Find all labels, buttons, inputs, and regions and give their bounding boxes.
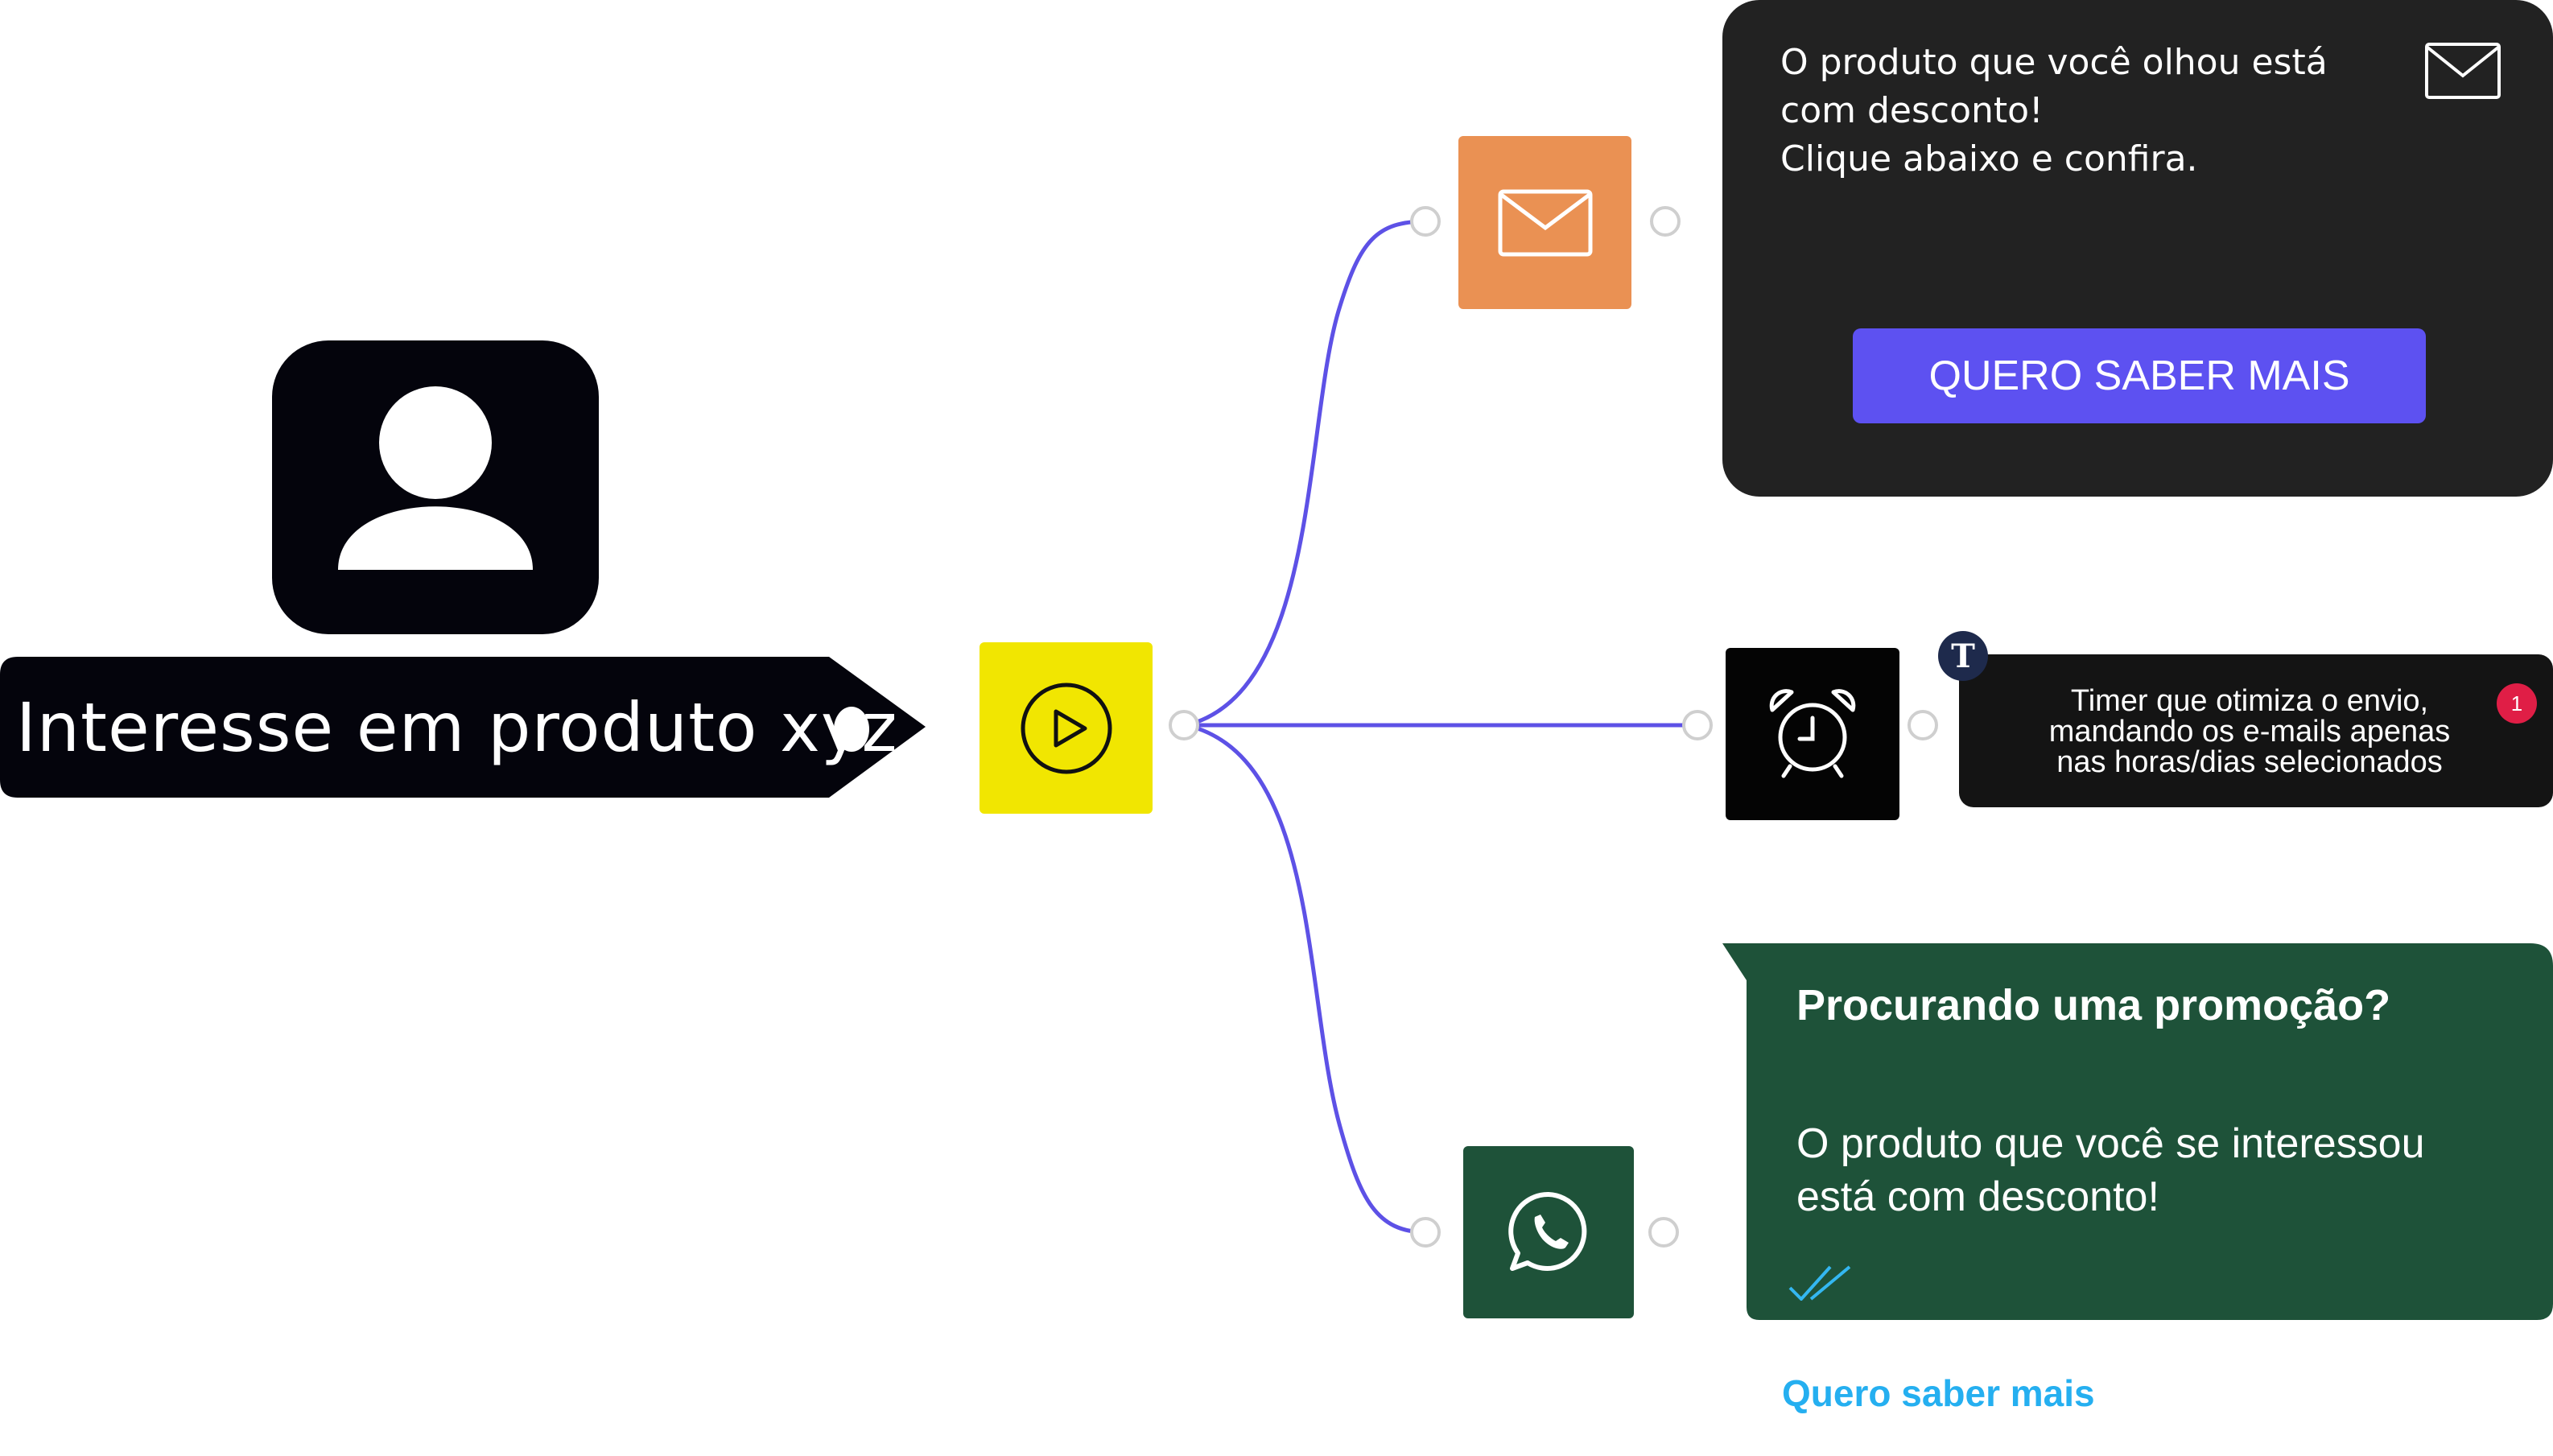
- quero-saber-mais-link[interactable]: Quero saber mais: [1782, 1372, 2095, 1414]
- whatsapp-input-handle[interactable]: [1410, 1217, 1441, 1248]
- user-icon: [338, 386, 533, 570]
- whatsapp-body-line: está com desconto!: [1796, 1173, 2159, 1220]
- alarm-clock-icon: [1769, 689, 1856, 778]
- timer-description: Timer que otimiza o envio, mandando os e…: [1988, 686, 2511, 777]
- whatsapp-message-title: Procurando uma promoção?: [1796, 981, 2391, 1029]
- double-check-icon: [1788, 1265, 1851, 1301]
- timer-line: nas horas/dias selecionados: [2056, 745, 2443, 779]
- envelope-icon: [2425, 43, 2501, 99]
- whatsapp-message-bubble: [1722, 943, 2553, 1320]
- text-tool-badge[interactable]: T: [1938, 631, 1988, 681]
- start-output-handle[interactable]: [1169, 710, 1199, 740]
- user-avatar: [272, 340, 599, 634]
- email-message: O produto que você olhou está com descon…: [1780, 39, 2392, 184]
- timer-input-handle[interactable]: [1682, 710, 1713, 740]
- email-input-handle[interactable]: [1410, 206, 1441, 237]
- whatsapp-node[interactable]: [1463, 1146, 1634, 1318]
- whatsapp-output-handle[interactable]: [1648, 1217, 1679, 1248]
- timer-line: Timer que otimiza o envio,: [2070, 684, 2429, 718]
- timer-description-card: [1959, 654, 2553, 807]
- whatsapp-icon: [1508, 1191, 1587, 1271]
- email-output-handle[interactable]: [1650, 206, 1681, 237]
- notification-count-badge: 1: [2497, 683, 2537, 724]
- trigger-tag[interactable]: [0, 657, 934, 798]
- whatsapp-message-body: O produto que você se interessou está co…: [1796, 1117, 2505, 1223]
- whatsapp-body-line: O produto que você se interessou: [1796, 1120, 2425, 1167]
- email-line: Clique abaixo e confira.: [1780, 138, 2198, 179]
- timer-output-handle[interactable]: [1908, 710, 1938, 740]
- play-icon: [1021, 683, 1112, 773]
- email-node[interactable]: [1458, 136, 1631, 309]
- email-line: com desconto!: [1780, 90, 2044, 131]
- timer-node[interactable]: [1726, 648, 1899, 820]
- start-node[interactable]: [980, 642, 1153, 814]
- connector-whatsapp: [1186, 723, 1427, 1235]
- email-line: O produto que você olhou está: [1780, 42, 2328, 83]
- quero-saber-mais-button[interactable]: QUERO SABER MAIS: [1853, 328, 2426, 423]
- timer-line: mandando os e-mails apenas: [2048, 715, 2451, 749]
- connector-email: [1186, 219, 1427, 728]
- envelope-icon: [1498, 189, 1592, 256]
- trigger-label: Interesse em produto xyz: [16, 687, 898, 767]
